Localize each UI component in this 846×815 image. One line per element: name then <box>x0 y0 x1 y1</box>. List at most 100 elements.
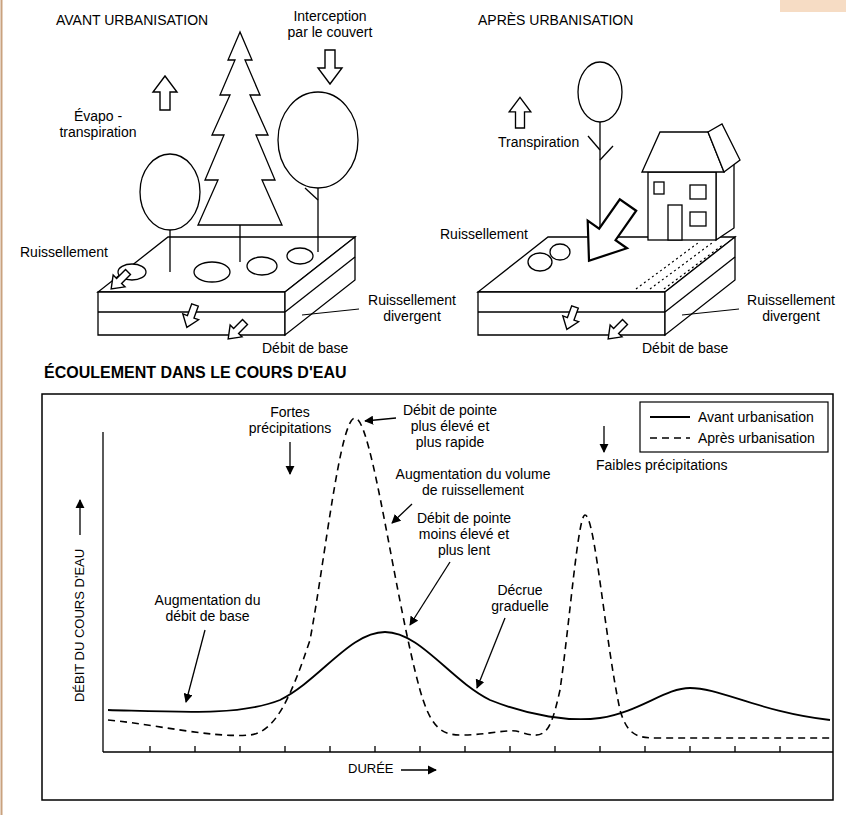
tree <box>588 136 600 150</box>
ground-block <box>285 257 355 312</box>
tree <box>169 228 170 272</box>
axis-label: DURÉE <box>348 762 394 777</box>
tree <box>528 253 552 271</box>
legend-sample <box>650 417 690 438</box>
legend-text: Après urbanisation <box>698 430 815 446</box>
legend-sample <box>650 416 690 418</box>
pointer-arrow <box>186 418 604 702</box>
garden-bed <box>664 244 724 289</box>
axis <box>103 751 833 752</box>
tree <box>600 146 613 160</box>
chart-annotation: Augmentation du débit de base <box>145 592 270 624</box>
flow-arrow <box>509 97 531 128</box>
tree <box>550 244 570 260</box>
ground-block <box>98 237 355 335</box>
flow-arrow <box>153 76 177 110</box>
garden-bed <box>636 243 724 289</box>
pointer-arrow <box>289 442 290 474</box>
process-label: Ruissellement divergent <box>742 292 840 324</box>
tree <box>194 262 230 282</box>
leader-line <box>302 309 359 315</box>
axis <box>102 432 103 752</box>
axis <box>401 769 436 770</box>
tree <box>198 32 282 225</box>
tree <box>247 257 277 275</box>
tree <box>317 186 318 252</box>
panel-heading: APRÈS URBANISATION <box>478 12 633 28</box>
chart-annotation: Débit de pointe plus élevé et plus rapid… <box>398 402 502 450</box>
panel-heading: AVANT URBANISATION <box>56 12 208 28</box>
chart-annotation: Fortes précipitations <box>245 404 335 436</box>
page-frame <box>1 0 3 815</box>
ground-block <box>285 237 355 335</box>
flow-arrow <box>179 302 203 330</box>
process-label: Transpiration <box>498 134 579 150</box>
hydrograph-after <box>108 418 830 738</box>
garden-bed <box>636 243 698 289</box>
legend-box <box>640 402 828 452</box>
leader-line <box>682 309 739 315</box>
pointer-arrow <box>410 562 450 625</box>
ground-block <box>665 237 735 335</box>
chart-frame <box>42 394 833 800</box>
house <box>690 185 706 199</box>
leader-line <box>682 309 739 315</box>
chart-frame <box>42 394 833 800</box>
chart-annotation: Augmentation du volume de ruissellement <box>392 466 554 498</box>
chart-annotation: Faibles précipitations <box>596 457 728 473</box>
chart-title: ÉCOULEMENT DANS LE COURS D'EAU <box>44 364 346 382</box>
ground-block <box>665 257 735 312</box>
tree <box>118 32 358 282</box>
process-label: Ruissellement <box>20 244 108 260</box>
hydrograph-after <box>108 418 830 738</box>
hydrograph-before <box>108 632 830 720</box>
legend-text: Avant urbanisation <box>698 409 814 425</box>
tree <box>140 154 200 230</box>
flow-arrow <box>222 316 251 345</box>
house <box>708 124 740 172</box>
tree <box>305 188 318 200</box>
process-label: Évapo -transpiration <box>48 108 148 140</box>
pointer-arrow <box>186 630 205 702</box>
process-label: Débit de base <box>262 340 348 356</box>
axis-label: DÉBIT DU COURS D'EAU <box>73 548 88 701</box>
legend-sample <box>650 437 690 439</box>
tree <box>239 225 240 262</box>
house <box>654 182 664 194</box>
leader-line <box>302 309 359 315</box>
tree <box>278 92 358 188</box>
hydrograph-before <box>108 632 830 720</box>
house <box>668 205 682 240</box>
pointer-arrow <box>603 426 604 452</box>
ground-block <box>98 292 285 335</box>
flow-arrow <box>105 50 342 345</box>
house <box>648 172 716 240</box>
axis <box>80 432 833 770</box>
legend-box <box>640 402 828 452</box>
tree <box>287 248 313 264</box>
pointer-arrow <box>477 618 505 688</box>
pointer-arrow <box>392 504 412 523</box>
chart-annotation: Décrue graduelle <box>480 582 560 614</box>
process-label: Débit de base <box>642 340 728 356</box>
page-frame <box>780 0 846 12</box>
house <box>690 212 706 226</box>
ground-block <box>478 292 665 335</box>
flow-arrow <box>602 316 631 345</box>
process-label: Ruissellement <box>440 226 528 242</box>
axis <box>79 500 80 535</box>
tree <box>578 62 622 122</box>
chart-annotation: Débit de pointe moins élevé et plus lent <box>412 510 516 558</box>
house <box>642 124 740 240</box>
flow-arrow <box>559 304 583 332</box>
axis <box>150 746 780 752</box>
flow-arrow <box>105 266 134 295</box>
pointer-arrow <box>365 418 396 421</box>
process-label: Interception par le couvert <box>283 8 377 40</box>
flow-arrow <box>318 50 342 84</box>
garden-bed <box>650 243 712 289</box>
process-label: Ruissellement divergent <box>362 292 462 324</box>
flow-arrow <box>569 191 647 274</box>
